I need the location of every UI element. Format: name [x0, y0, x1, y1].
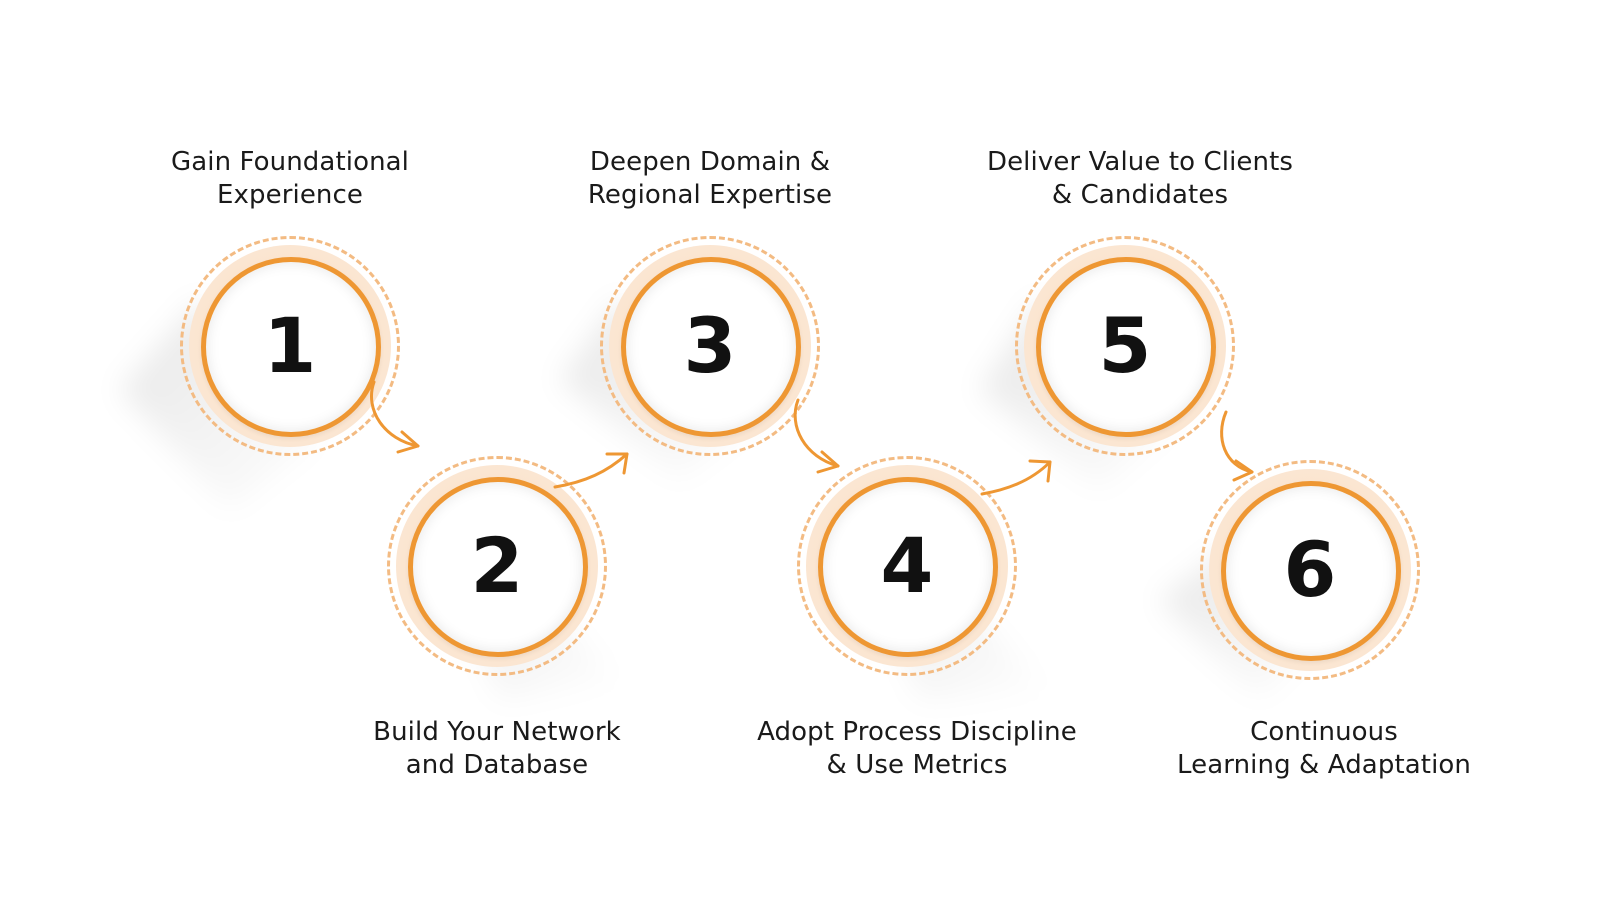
step-2-label: Build Your Network and Database [307, 716, 687, 782]
step-4-circle: 4 [797, 456, 1017, 676]
step-1-label-line-2: Experience [217, 180, 363, 210]
orange-ring [1036, 257, 1216, 437]
step-3-circle: 3 [600, 236, 820, 456]
step-2-number: 2 [470, 521, 524, 610]
step-3-number: 3 [683, 301, 737, 390]
step-2-circle: 2 [387, 456, 607, 676]
step-5-label-line-1: Deliver Value to Clients [986, 147, 1294, 177]
step-1-label-line-1: Gain Foundational [170, 147, 410, 177]
dashed-ring [600, 236, 820, 456]
orange-ring [621, 257, 801, 437]
step-4-label: Adopt Process Discipline & Use Metrics [717, 716, 1117, 782]
step-1-circle: 1 [180, 236, 400, 456]
step-3-label-line-2: Regional Expertise [587, 180, 833, 210]
step-5-label-line-2: & Candidates [1051, 180, 1229, 210]
step-1-label: Gain Foundational Experience [100, 146, 480, 212]
dashed-ring [1200, 460, 1420, 680]
step-6-number: 6 [1283, 525, 1337, 614]
orange-ring [201, 257, 381, 437]
step-5-circle: 5 [1015, 236, 1235, 456]
step-6-circle: 6 [1200, 460, 1420, 680]
orange-ring [1221, 481, 1401, 661]
step-5-label: Deliver Value to Clients & Candidates [940, 146, 1340, 212]
step-4-label-line-1: Adopt Process Discipline [757, 717, 1077, 747]
step-1-number: 1 [263, 301, 317, 390]
step-5-number: 5 [1098, 301, 1152, 390]
orange-ring [818, 477, 998, 657]
step-2-label-line-1: Build Your Network [373, 717, 621, 747]
step-6-label-line-1: Continuous [1250, 717, 1398, 747]
step-6-label-line-2: Learning & Adaptation [1177, 750, 1471, 780]
step-3-label: Deepen Domain & Regional Expertise [520, 146, 900, 212]
step-3-label-line-1: Deepen Domain & [589, 147, 831, 177]
dashed-ring [797, 456, 1017, 676]
step-2-label-line-2: and Database [405, 750, 589, 780]
dashed-ring [387, 456, 607, 676]
dashed-ring [180, 236, 400, 456]
orange-ring [408, 477, 588, 657]
step-4-number: 4 [880, 521, 934, 610]
step-6-label: Continuous Learning & Adaptation [1124, 716, 1524, 782]
step-4-label-line-2: & Use Metrics [826, 750, 1008, 780]
dashed-ring [1015, 236, 1235, 456]
